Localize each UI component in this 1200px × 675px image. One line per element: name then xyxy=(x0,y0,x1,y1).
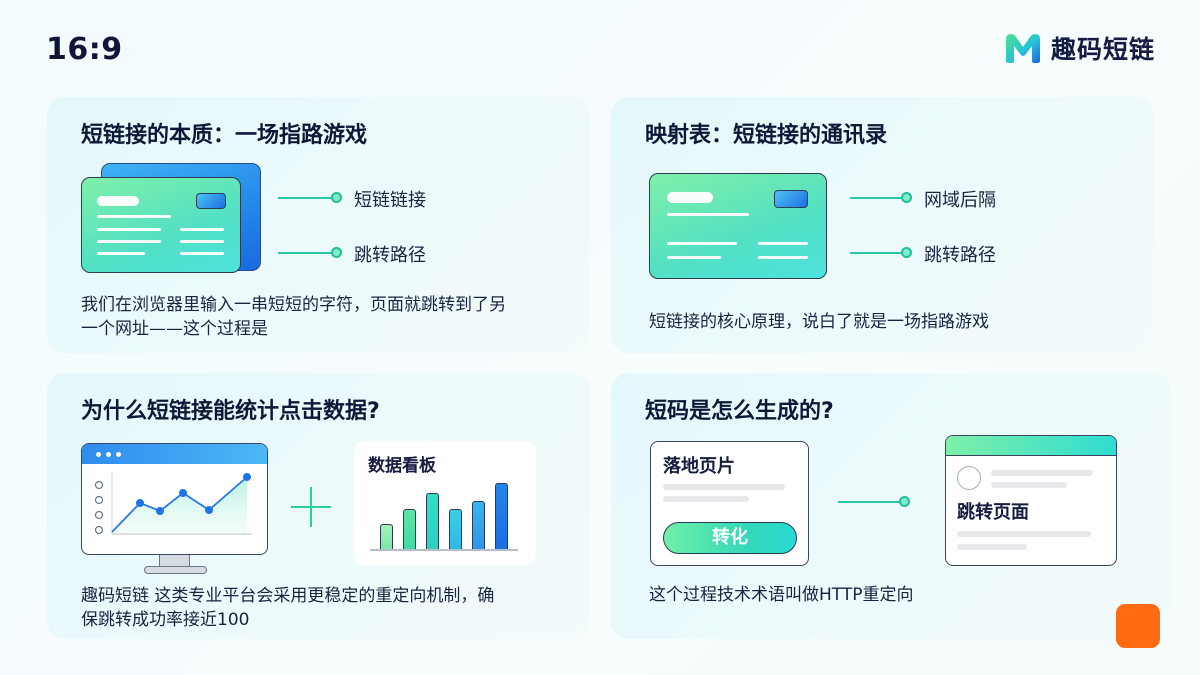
avatar-icon xyxy=(957,466,981,490)
aspect-ratio-label: 16:9 xyxy=(46,32,123,67)
card-description: 这个过程技术术语叫做HTTP重定向 xyxy=(649,585,914,605)
connector-dot-icon xyxy=(331,192,342,203)
redirect-page-mock: 跳转页面 xyxy=(945,435,1117,566)
convert-button[interactable]: 转化 xyxy=(663,522,797,554)
brand-logo: 趣码短链 xyxy=(1003,30,1155,66)
label-short-link: 短链链接 xyxy=(354,190,426,211)
connector-line xyxy=(278,197,333,199)
dashboard-title: 数据看板 xyxy=(368,456,436,476)
dashboard-panel: 数据看板 xyxy=(354,441,536,565)
card-description: 短链接的核心原理，说白了就是一场指路游戏 xyxy=(649,312,989,332)
landing-page-mock: 落地页片 转化 xyxy=(650,441,809,566)
label-domain: 网域后隔 xyxy=(924,190,996,211)
connector-dot-icon xyxy=(331,247,342,258)
card-title: 映射表：短链接的通讯录 xyxy=(645,123,888,148)
line-chart xyxy=(94,472,252,535)
label-jump-path: 跳转路径 xyxy=(924,245,996,266)
monitor-base xyxy=(144,566,207,574)
card-short-link-essence: 短链接的本质：一场指路游戏 短链链接 跳转路径 我们在浏览器里输入一串短短的字符… xyxy=(47,97,590,353)
connector-dot-icon xyxy=(901,247,912,258)
card-description: 我们在浏览器里输入一串短短的字符，页面就跳转到了另 一个网址——这个过程是 xyxy=(81,295,506,339)
card-title: 短链接的本质：一场指路游戏 xyxy=(81,123,368,148)
card-title: 短码是怎么生成的? xyxy=(645,399,834,424)
monitor-stand xyxy=(159,555,190,567)
redirect-title: 跳转页面 xyxy=(957,502,1029,523)
connector-line xyxy=(838,501,901,503)
connector-line xyxy=(850,252,905,254)
m-logo-icon xyxy=(1006,34,1040,63)
card-mapping-table: 映射表：短链接的通讯录 网域后隔 跳转路径 短链接的核心原理，说白了就是一场指路… xyxy=(611,97,1154,353)
landing-title: 落地页片 xyxy=(663,456,735,477)
card-click-statistics: 为什么短链接能统计点击数据? 数据看 xyxy=(47,373,590,639)
connector-dot-icon xyxy=(901,192,912,203)
orange-action-button[interactable] xyxy=(1116,604,1160,648)
card-title: 为什么短链接能统计点击数据? xyxy=(81,399,380,424)
card-short-code-generation: 短码是怎么生成的? 落地页片 转化 跳转页面 这个过程技术术语叫做HTTP重定向 xyxy=(611,373,1171,639)
connector-line xyxy=(278,252,333,254)
label-jump-path: 跳转路径 xyxy=(354,245,426,266)
front-card-icon xyxy=(81,177,241,273)
brand-name: 趣码短链 xyxy=(1051,35,1156,64)
card-description: 趣码短链 这类专业平台会采用更稳定的重定向机制，确 保跳转成功率接近100 xyxy=(81,586,495,630)
plus-icon xyxy=(291,487,331,527)
mapping-card-icon xyxy=(649,173,827,279)
connector-dot-icon xyxy=(899,496,910,507)
monitor-icon xyxy=(81,443,268,555)
connector-line xyxy=(850,197,905,199)
